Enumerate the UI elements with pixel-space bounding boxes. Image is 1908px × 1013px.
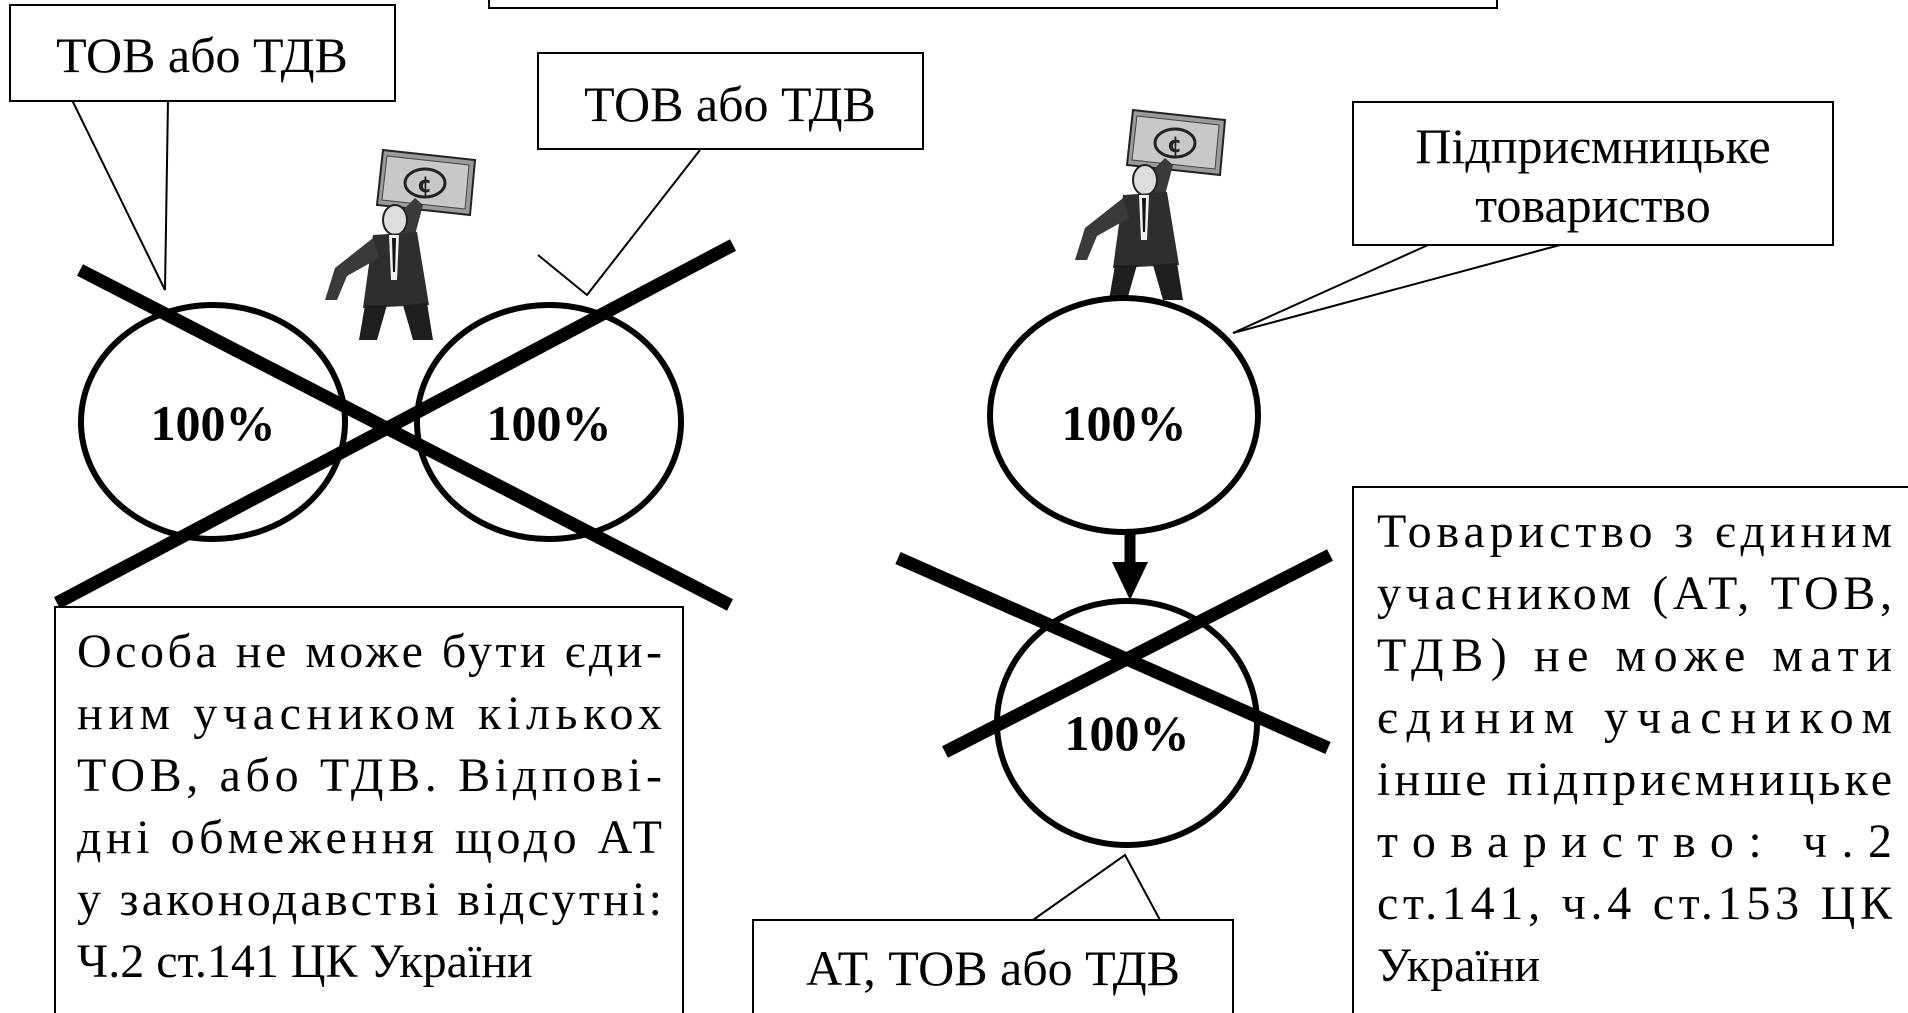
circle-left-2-pct: 100%: [487, 395, 612, 451]
label-right-bottom: АТ, ТОВ або ТДВ: [806, 940, 1180, 996]
note-right-line-3: ТДВ) не може мати: [1377, 629, 1892, 682]
leader-right-top: [1232, 244, 1561, 334]
cross-right-a: [895, 552, 1331, 754]
note-left-line-1: Особа не може бути єди-: [77, 625, 662, 678]
cross-right-b: [942, 549, 1333, 758]
note-left-line-6: Ч.2 ст.141 ЦК України: [77, 935, 533, 988]
note-left-line-3: ТОВ, або ТДВ. Відпові-: [77, 749, 662, 802]
leader-right-bottom: [1032, 853, 1161, 921]
label-box-right-bottom: [752, 919, 1234, 1013]
label-left-2: ТОВ або ТДВ: [584, 76, 876, 132]
label-right-top-line-2: товариство: [1475, 177, 1710, 233]
circle-right-top-pct: 100%: [1062, 395, 1187, 451]
leader-left-2: [537, 149, 701, 297]
note-box-right: [1352, 486, 1908, 1013]
label-box-left-1: [9, 4, 396, 102]
circle-right-top: [987, 295, 1261, 535]
leader-left-1: [71, 99, 169, 291]
note-right-line-7: ст.141, ч.4 ст.153 ЦК: [1377, 877, 1893, 930]
label-box-right-top: [1352, 101, 1834, 246]
note-left-line-5: у законодавстві відсутні:: [77, 873, 662, 926]
circle-right-bottom-pct: 100%: [1065, 705, 1190, 761]
label-box-left-2: [537, 52, 924, 150]
note-right-line-8: України: [1377, 939, 1540, 992]
note-left-line-2: ним учасником кількох: [77, 687, 662, 740]
arrow-down-head: [1112, 562, 1148, 600]
label-left-1: ТОВ або ТДВ: [56, 27, 348, 83]
top-partial-box: [488, 0, 1498, 9]
circle-left-1-pct: 100%: [151, 395, 276, 451]
note-left-line-4: дні обмеження щодо АТ: [77, 811, 662, 864]
businessman-with-money-flag-icon: [323, 148, 477, 342]
cross-left-b: [53, 239, 737, 609]
note-box-left: [54, 606, 684, 1013]
label-right-top-line-1: Підприємницьке: [1415, 118, 1770, 174]
note-right-line-1: Товариство з єдиним: [1377, 505, 1892, 558]
cross-left-a: [77, 264, 733, 611]
businessman-with-money-flag-icon: [1073, 108, 1227, 302]
